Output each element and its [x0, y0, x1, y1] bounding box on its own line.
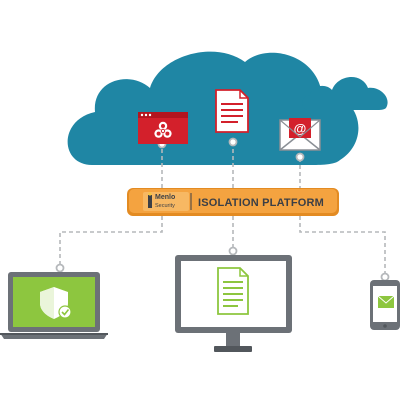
connector-bar-to-phone [299, 216, 386, 276]
dot-phone [380, 272, 390, 282]
brand-name: Menlo [155, 194, 176, 201]
isolation-platform-bar [127, 188, 339, 216]
email-icon: @ [279, 118, 321, 151]
desktop-document-icon [175, 255, 292, 352]
phone-email-icon [370, 280, 400, 330]
brand-subtitle: Security [155, 203, 175, 209]
biohazard-window-icon [138, 112, 188, 144]
dot-desktop [228, 246, 238, 256]
dot-email [295, 152, 305, 162]
connector-bar-to-laptop [59, 216, 163, 268]
dot-doc [228, 137, 238, 147]
laptop-shield-icon [0, 272, 108, 339]
document-icon [215, 89, 249, 133]
menlo-logo-mark [148, 195, 152, 208]
svg-text:@: @ [294, 121, 307, 136]
dot-laptop [55, 263, 65, 273]
platform-label: ISOLATION PLATFORM [198, 197, 325, 209]
small-cloud-shape [302, 76, 388, 110]
connector-dots [55, 137, 390, 282]
connectors [59, 142, 386, 276]
